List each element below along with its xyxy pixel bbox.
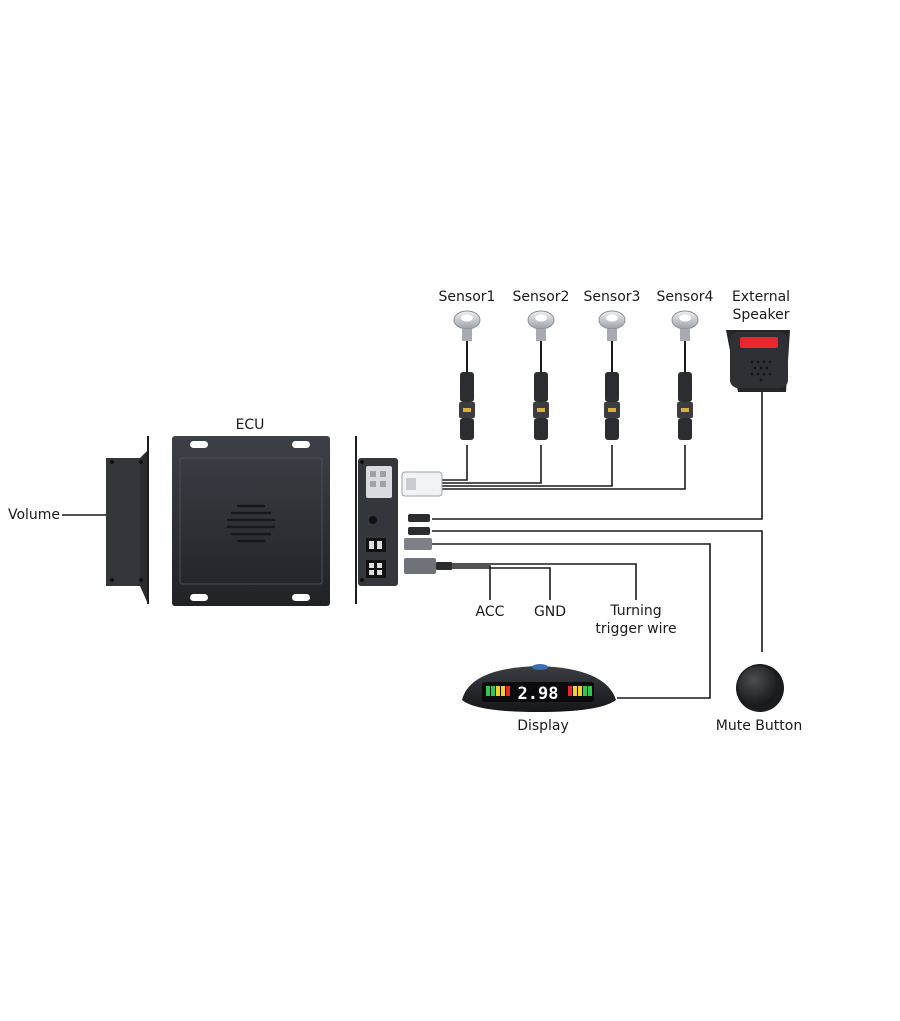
- speaker-label-line1: External: [732, 289, 790, 305]
- sensor1-cable: [440, 445, 468, 481]
- display-plug: [404, 538, 432, 550]
- sensor-1: [453, 310, 481, 440]
- display-bar-right: [568, 686, 592, 696]
- gnd-label: GND: [534, 604, 566, 620]
- sensor3-label: Sensor3: [584, 289, 641, 305]
- sensor2-cable: [440, 445, 542, 484]
- labels: ECU Volume Sensor1 Sensor2 Sensor3 Senso…: [8, 289, 802, 734]
- mute-label: Mute Button: [716, 718, 802, 734]
- speaker-label-line2: Speaker: [733, 307, 790, 323]
- sensor4-label: Sensor4: [657, 289, 714, 305]
- sensor-3: [598, 310, 626, 440]
- acc-wire: [452, 565, 491, 600]
- turning-label-line2: trigger wire: [595, 621, 676, 637]
- turning-wire: [452, 563, 637, 600]
- speaker-red-panel: [740, 337, 778, 348]
- sensor3-cable: [440, 445, 613, 487]
- sensor-4: [671, 310, 699, 440]
- mute-cable: [432, 530, 763, 652]
- acc-label: ACC: [476, 604, 505, 620]
- display-bar-left: [486, 686, 510, 696]
- sensor2-label: Sensor2: [513, 289, 570, 305]
- speaker-icon: [726, 330, 790, 392]
- ecu-box-icon: [106, 436, 398, 606]
- wires: [62, 392, 763, 699]
- led-display-icon: 2.98: [462, 664, 616, 712]
- speaker-cable: [432, 392, 763, 520]
- display-label: Display: [517, 718, 569, 734]
- display-cable: [432, 543, 711, 699]
- turning-label-line1: Turning: [609, 603, 661, 619]
- power-plug: [404, 558, 436, 574]
- sensor1-label: Sensor1: [439, 289, 496, 305]
- sensor4-cable: [440, 445, 686, 490]
- volume-label: Volume: [8, 507, 60, 523]
- gnd-wire: [452, 567, 551, 600]
- sensor-2: [527, 310, 555, 440]
- ecu-grille: [226, 504, 276, 543]
- round-button-icon: [736, 664, 784, 712]
- display-readout: 2.98: [518, 684, 559, 704]
- ecu-plugs: [401, 471, 452, 574]
- ecu-label: ECU: [236, 417, 265, 433]
